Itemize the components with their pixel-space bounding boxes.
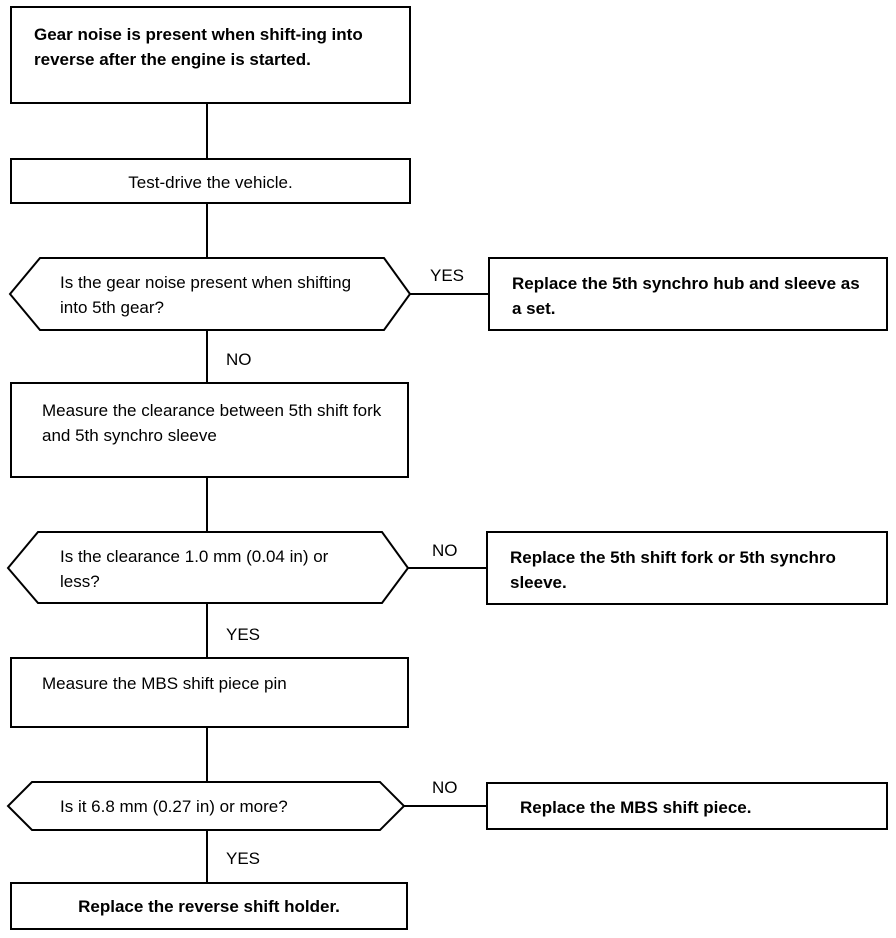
decision-2-shape (6, 531, 410, 604)
step-test-drive: Test-drive the vehicle. (10, 158, 411, 204)
decision-2-text: Is the clearance 1.0 mm (0.04 in) or les… (60, 547, 329, 591)
result-replace-mbs-shift-piece-text: Replace the MBS shift piece. (520, 798, 752, 817)
step-measure-pin: Measure the MBS shift piece pin (10, 657, 409, 728)
step-start-text: Gear noise is present when shift-ing int… (34, 25, 363, 69)
decision-3-yes-label: YES (226, 849, 261, 868)
decision-3-no-label: NO (432, 778, 458, 797)
result-replace-shift-fork-text: Replace the 5th shift fork or 5th synchr… (510, 548, 836, 592)
result-replace-shift-fork: Replace the 5th shift fork or 5th synchr… (486, 531, 888, 605)
decision-1-no-label: NO (226, 350, 252, 369)
result-replace-mbs-shift-piece: Replace the MBS shift piece. (486, 782, 888, 830)
decision-2-yes-label: YES (226, 625, 261, 644)
result-replace-synchro-hub: Replace the 5th synchro hub and sleeve a… (488, 257, 888, 331)
decision-2-no-label: NO (432, 541, 458, 560)
result-replace-synchro-hub-text: Replace the 5th synchro hub and sleeve a… (512, 274, 860, 318)
step-measure-clearance: Measure the clearance between 5th shift … (10, 382, 409, 478)
step-measure-clearance-text: Measure the clearance between 5th shift … (42, 401, 382, 445)
result-replace-reverse-shift-holder: Replace the reverse shift holder. (10, 882, 408, 930)
decision-3-text: Is it 6.8 mm (0.27 in) or more? (60, 797, 288, 816)
result-replace-reverse-shift-holder-text: Replace the reverse shift holder. (78, 897, 340, 916)
step-measure-pin-text: Measure the MBS shift piece pin (42, 674, 287, 693)
step-start: Gear noise is present when shift-ing int… (10, 6, 411, 104)
decision-1-shape (8, 257, 412, 331)
decision-3-shape (6, 781, 406, 831)
decision-1-text: Is the gear noise present when shifting … (60, 273, 352, 317)
decision-1-yes-label: YES (430, 266, 465, 285)
step-test-drive-text: Test-drive the vehicle. (128, 173, 293, 192)
